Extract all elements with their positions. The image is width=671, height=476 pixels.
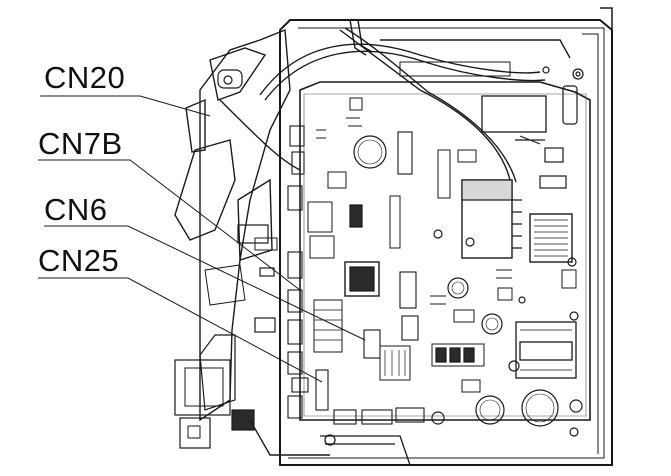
connectors-left bbox=[287, 125, 305, 419]
main-pcb bbox=[299, 81, 591, 421]
label-cn7b: CN7B bbox=[38, 126, 123, 161]
label-cn6: CN6 bbox=[44, 192, 108, 227]
wire-harness bbox=[219, 19, 571, 183]
left-bracket bbox=[174, 28, 330, 456]
leader-line-cn7b bbox=[38, 159, 301, 291]
leader-line-cn6 bbox=[44, 225, 366, 341]
leader-line-cn20 bbox=[40, 95, 211, 117]
small-parts bbox=[316, 97, 577, 393]
label-cn20: CN20 bbox=[44, 60, 126, 95]
round-components bbox=[353, 135, 583, 437]
lower-right-transformer bbox=[515, 321, 577, 379]
leader-lines bbox=[38, 95, 366, 383]
label-cn25: CN25 bbox=[38, 243, 120, 278]
right-coil bbox=[529, 213, 573, 263]
bottom-cable bbox=[320, 434, 411, 466]
transformer-block bbox=[461, 179, 522, 259]
ic-chips bbox=[307, 195, 485, 381]
connectors-interior bbox=[291, 131, 425, 425]
leader-line-cn25 bbox=[38, 277, 323, 383]
housing-outline bbox=[279, 7, 613, 466]
top-right-components bbox=[399, 61, 584, 189]
